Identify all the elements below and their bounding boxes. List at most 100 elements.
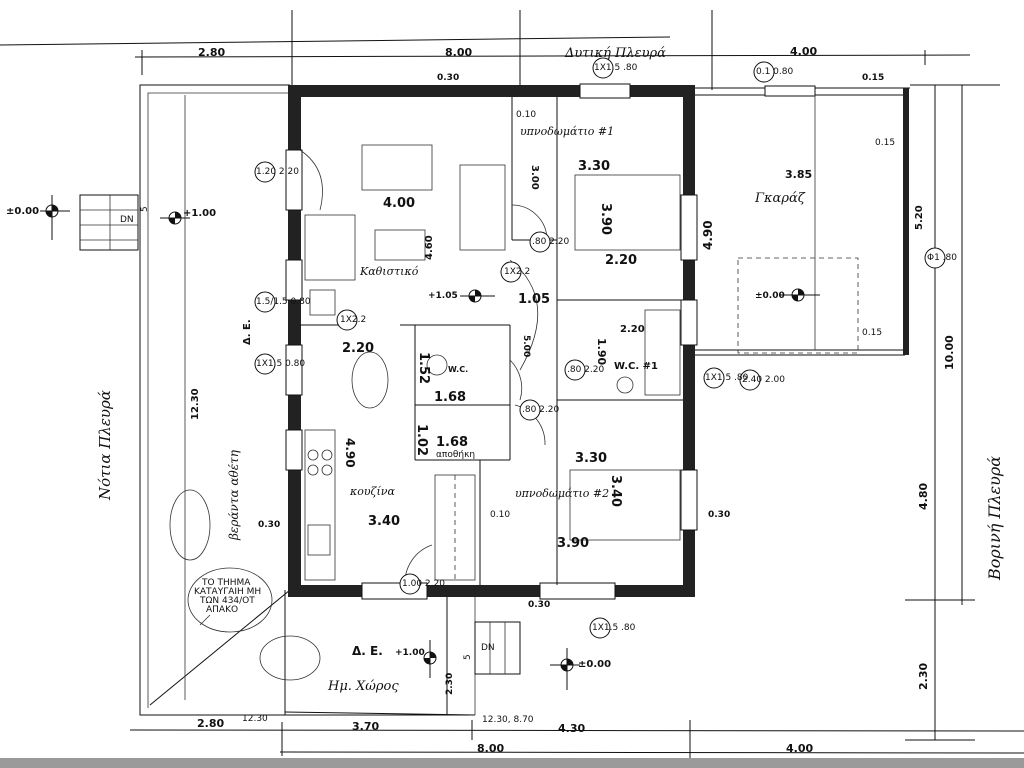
dim-bottom-4: 12.30, 8.70: [482, 715, 534, 725]
svg-text:ΤΩΝ 434/ΟΤ: ΤΩΝ 434/ΟΤ: [199, 596, 255, 606]
room-garage: Γκαράζ: [754, 191, 806, 206]
room-bedroom-2: υπνοδωμάτιο #2: [515, 487, 609, 500]
opening-tag: 1Χ1.5 .80: [592, 57, 638, 79]
opening-tag: 1Χ1.5 .80: [589, 617, 636, 639]
exterior-walls: [285, 83, 698, 600]
label-de-left: Δ. Ε.: [242, 319, 253, 345]
dim-bed1-w: 3.30: [578, 159, 610, 174]
side-label-east: Βορινή Πλευρά: [985, 456, 1004, 581]
room-storage: αποθήκη: [436, 450, 475, 460]
opening-tag: 1Χ2.2: [336, 309, 366, 331]
dim-kitchen-h: 4.90: [343, 438, 357, 468]
svg-text:ΚΑΤΑΥΓΑΙΗ ΜΗ: ΚΑΤΑΥΓΑΙΗ ΜΗ: [194, 587, 261, 597]
svg-text:.80 2.20: .80 2.20: [532, 237, 569, 247]
wall-010a: 0.10: [516, 110, 536, 120]
terrace-boundary: [139, 84, 470, 716]
dim-wc-h: 1.52: [416, 352, 431, 384]
wall-010b: 0.10: [490, 510, 510, 520]
dim-bed1-h: 3.90: [598, 203, 613, 235]
opening-tag: Φ1 .80: [924, 247, 957, 269]
wall-030-left: 0.30: [258, 520, 280, 530]
wall-015c: 0.15: [862, 328, 882, 338]
opening-tag: 1Χ2.2: [500, 261, 530, 283]
note-bubble: ΤΟ ΤΗΗΜΑ ΚΑΤΑΥΓΑΙΗ ΜΗ ΤΩΝ 434/ΟΤ ΑΠΑΚΟ: [187, 567, 273, 633]
svg-text:1Χ2.2: 1Χ2.2: [504, 267, 530, 277]
garage: [695, 85, 910, 356]
level-bottom-right: ±0.00: [578, 659, 611, 670]
opening-tag: 1Χ1.5 0.80: [254, 353, 305, 375]
room-wc-2: W.C.: [448, 365, 468, 374]
level-marker-icon: [460, 289, 495, 303]
dim-top-3: 4.00: [790, 45, 817, 58]
wall-015b: 0.15: [875, 138, 895, 148]
furniture: [169, 144, 681, 681]
bottom-dimension-lines: [129, 720, 1024, 760]
opening-tag: 1.00 2.20: [399, 573, 445, 595]
dim-hall-h: 5.00: [521, 335, 531, 357]
level-marker-icon: [780, 288, 820, 302]
room-living: Καθιστικό: [359, 265, 419, 278]
svg-text:1.00 2.20: 1.00 2.20: [402, 579, 445, 589]
opening-tag: .80 2.20: [529, 231, 569, 253]
room-kitchen: κουζίνα: [349, 485, 395, 498]
opening-tags: 1Χ1.5 .80 0.1 0.80 1.20 2.20 1.5/1.5 0.8…: [254, 57, 957, 639]
level-garage: ±0.00: [755, 291, 785, 301]
svg-text:1Χ1.5 0.80: 1Χ1.5 0.80: [256, 359, 305, 369]
stair-left: [79, 194, 139, 251]
svg-text:1Χ2.2: 1Χ2.2: [340, 315, 366, 325]
level-living: +1.05: [428, 291, 458, 301]
dim-right-3: 2.30: [917, 663, 930, 690]
dim-wc-w: 1.68: [434, 390, 466, 405]
dim-bed2-w2: 3.90: [557, 536, 589, 551]
wall-015: 0.15: [862, 73, 884, 83]
dim-store-w: 1.68: [436, 435, 468, 450]
dim-bottom-5: 4.30: [558, 722, 585, 735]
stair-left-dn: DN: [120, 215, 134, 225]
svg-text:0.1 0.80: 0.1 0.80: [756, 67, 793, 77]
dim-bottom-7: 4.00: [786, 742, 813, 755]
top-dimension-lines: [0, 10, 971, 95]
label-de-bottom: Δ. Ε.: [352, 644, 383, 658]
room-semi-open: Ημ. Χώρος: [327, 679, 399, 694]
level-stair-left: +1.00: [183, 208, 216, 219]
right-dimension-lines: [905, 84, 1000, 741]
stair-bottom-h: 5: [463, 654, 473, 660]
dim-hall-w: 2.20: [605, 253, 637, 268]
dim-porch-h: 2.30: [445, 673, 455, 695]
svg-text:.80 2.20: .80 2.20: [567, 365, 604, 375]
dim-bottom-3: 3.70: [352, 720, 379, 733]
porch: [284, 597, 521, 716]
dim-bottom-1: 2.80: [197, 717, 224, 730]
room-bedroom-1: υπνοδωμάτιο #1: [520, 125, 614, 138]
dim-store-h: 1.02: [414, 424, 429, 456]
dim-right-1: 10.00: [943, 335, 956, 370]
side-label-south: Νότια Πλευρά: [96, 390, 114, 501]
svg-text:1.20 2.20: 1.20 2.20: [256, 167, 299, 177]
opening-tag: 2.40 2.00: [739, 369, 785, 391]
svg-text:1Χ1.5 .80: 1Χ1.5 .80: [592, 623, 636, 633]
level-marker-icon: [550, 648, 580, 690]
wall-030-top: 0.30: [437, 73, 459, 83]
dim-left: 12.30: [190, 388, 201, 420]
dim-garage-h: 4.90: [701, 220, 715, 250]
opening-tag: 1Χ1.5 .80: [703, 367, 749, 389]
dim-living-h: 4.60: [424, 235, 435, 260]
svg-text:ΤΟ ΤΗΗΜΑ: ΤΟ ΤΗΗΜΑ: [201, 578, 251, 588]
dim-hall-w2: 1.05: [518, 292, 550, 307]
dim-right-2: 4.80: [917, 483, 930, 510]
dim-top-2: 8.00: [445, 46, 472, 59]
label-veranda: βεράντα αθέτη: [227, 449, 241, 541]
opening-tag: .80 2.20: [564, 359, 604, 381]
opening-tag: .80 2.20: [519, 399, 559, 421]
level-marker-icon: [40, 195, 70, 240]
svg-text:1Χ1.5 .80: 1Χ1.5 .80: [705, 373, 749, 383]
dim-top-1: 2.80: [198, 46, 225, 59]
dim-dining-w: 2.20: [342, 341, 374, 356]
dim-bottom-2: 12.30: [242, 714, 268, 724]
level-bottom-de: +1.00: [395, 648, 425, 658]
svg-text:1.5/1.5 0.80: 1.5/1.5 0.80: [256, 297, 311, 307]
side-label-west: Δυτική Πλευρά: [564, 46, 666, 61]
dim-bed2-h: 3.40: [608, 475, 623, 507]
opening-tag: 1.5/1.5 0.80: [254, 291, 311, 313]
